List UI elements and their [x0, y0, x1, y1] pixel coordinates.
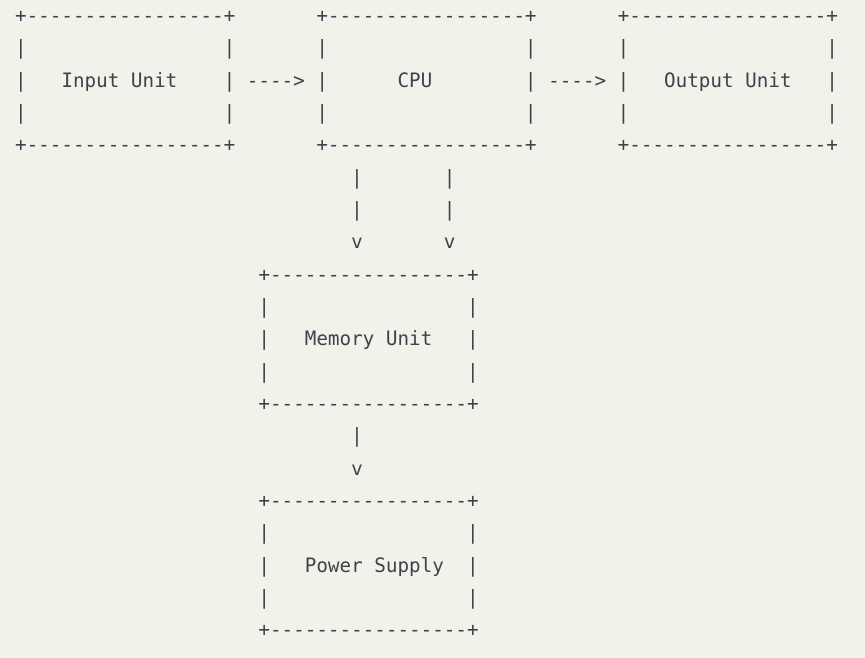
- ascii-flow-diagram: +-----------------+ +-----------------+ …: [15, 4, 838, 642]
- ascii-diagram-canvas: +-----------------+ +-----------------+ …: [15, 4, 838, 642]
- screen: { "page": { "background_color": "#f2f1ea…: [15, 4, 838, 642]
